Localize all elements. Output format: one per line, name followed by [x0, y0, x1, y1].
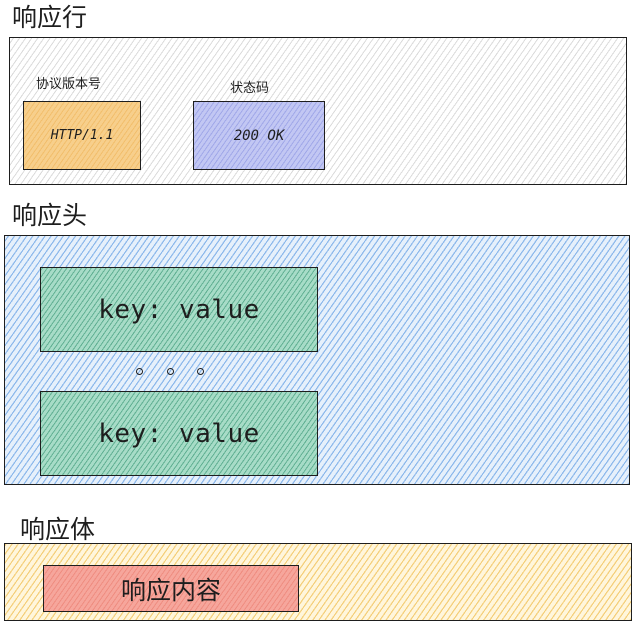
protocol-version-box: HTTP/1.1 — [23, 101, 141, 170]
status-code-box: 200 OK — [193, 101, 325, 170]
status-line-title: 响应行 — [12, 3, 88, 32]
protocol-version-value: HTTP/1.1 — [50, 128, 114, 143]
ellipsis-dot — [136, 368, 143, 375]
body-title: 响应体 — [20, 515, 96, 544]
header-row: key: value — [40, 391, 318, 476]
body-content-text: 响应内容 — [120, 575, 221, 605]
ellipsis-dot — [197, 368, 204, 375]
header-row-text: key: value — [98, 294, 260, 325]
body-content-box: 响应内容 — [43, 565, 299, 612]
status-line-box: 协议版本号 HTTP/1.1 状态码 200 OK — [9, 37, 627, 185]
protocol-version-label: 协议版本号 — [36, 77, 102, 92]
header-row-text: key: value — [98, 418, 260, 449]
body-box: 响应内容 — [4, 543, 632, 621]
ellipsis-dot — [167, 368, 174, 375]
headers-box: key: value key: value — [4, 235, 630, 485]
headers-title: 响应头 — [12, 201, 88, 230]
status-code-label: 状态码 — [230, 81, 270, 96]
header-row: key: value — [40, 267, 318, 352]
status-code-value: 200 OK — [233, 127, 285, 144]
